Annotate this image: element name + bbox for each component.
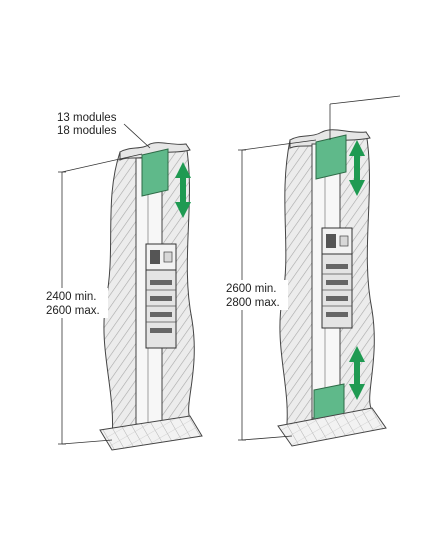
right-height-label: 2600 min. 2800 max. <box>224 280 288 310</box>
module-line-1: 13 modules <box>57 112 117 124</box>
left-module-label: 13 modules 18 modules <box>57 112 117 137</box>
right-assembly <box>238 95 401 447</box>
right-breaker-panel <box>321 227 353 329</box>
left-adjust-arrow <box>175 162 191 218</box>
right-bottom-adjust-arrow <box>349 346 365 400</box>
right-height-max: 2800 max. <box>226 297 280 309</box>
left-wall <box>103 151 137 445</box>
left-height-label: 2400 min. 2600 max. <box>44 288 108 318</box>
module-line-2: 18 modules <box>57 125 117 137</box>
right-floor <box>277 407 387 447</box>
right-top-reference-leader <box>329 95 401 140</box>
left-breaker-panel <box>145 243 177 349</box>
left-top-cover <box>141 148 169 197</box>
left-height-max: 2600 max. <box>46 305 100 317</box>
left-floor <box>99 415 203 451</box>
left-height-min: 2400 min. <box>46 291 97 303</box>
left-assembly <box>58 123 203 451</box>
right-top-adjust-arrow <box>349 140 365 196</box>
left-wall-right-face <box>161 143 195 425</box>
right-wall-right-face <box>339 131 375 419</box>
right-top-cover <box>315 134 347 180</box>
right-height-min: 2600 min. <box>226 283 277 295</box>
